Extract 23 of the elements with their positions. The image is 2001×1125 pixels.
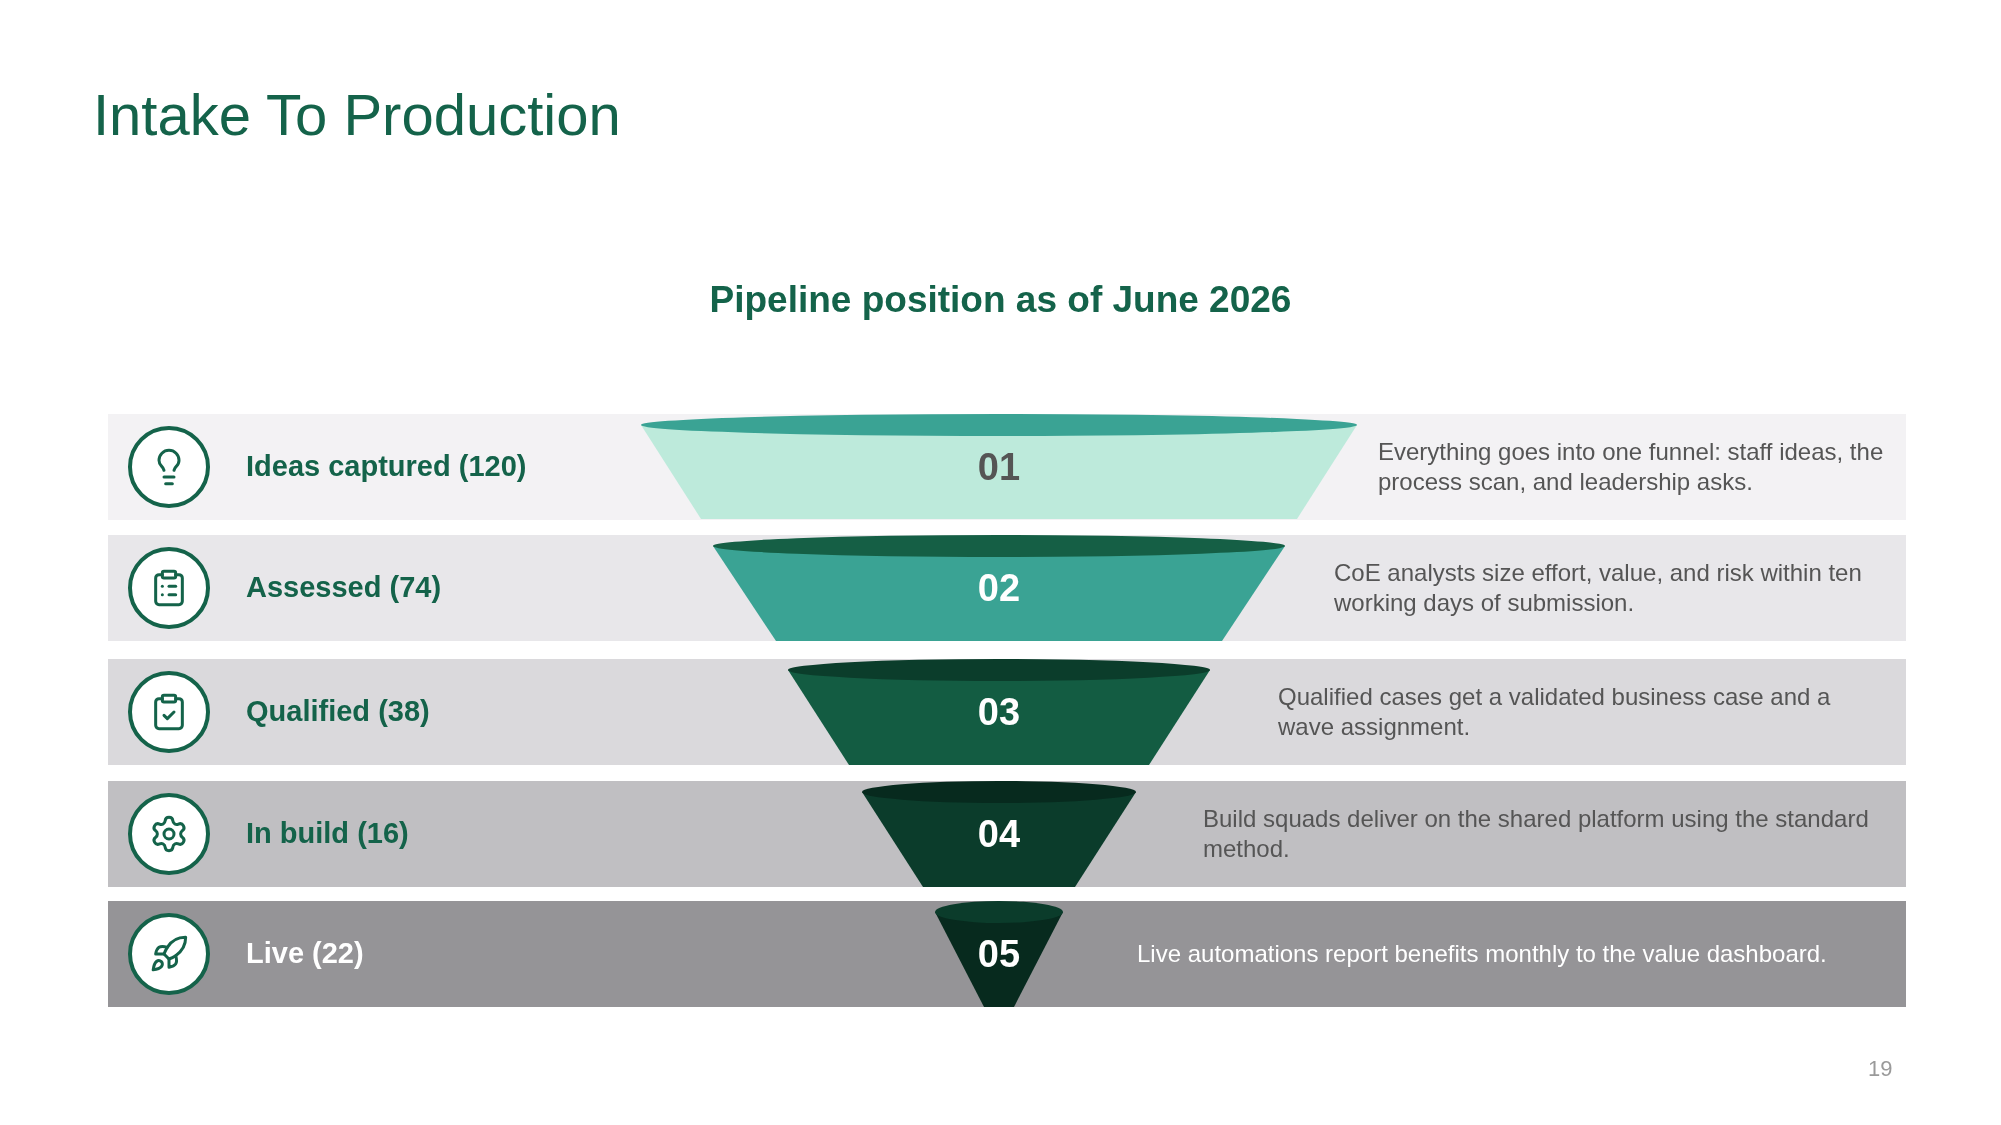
stage-band xyxy=(108,535,1906,641)
stage-label: Qualified (38) xyxy=(246,694,430,730)
stage-label: Live (22) xyxy=(246,936,364,972)
stage-number: 04 xyxy=(977,813,1021,855)
chart-subtitle: Pipeline position as of June 2026 xyxy=(0,272,2001,328)
stage-number: 03 xyxy=(977,691,1021,733)
stage-label: Ideas captured (120) xyxy=(246,449,527,485)
stage-description: Qualified cases get a validated business case and a wave assignment. xyxy=(1278,682,1832,742)
stage-number: 05 xyxy=(977,933,1021,975)
stage-label: In build (16) xyxy=(246,816,409,852)
stage-band xyxy=(108,659,1906,765)
stage-number: 01 xyxy=(977,446,1021,488)
stage-band xyxy=(108,414,1906,520)
stage-label: Assessed (74) xyxy=(246,570,442,606)
stage-description: Live automations report benefits monthly to the value dashboard. xyxy=(1137,939,1827,969)
stage-band xyxy=(108,781,1906,887)
slide-title: Intake To Production xyxy=(93,86,621,144)
page-number: 19 xyxy=(1868,1055,1893,1083)
stage-band xyxy=(108,901,1906,1007)
stage-description: Build squads deliver on the shared platform using the standard method. xyxy=(1203,804,1870,864)
stage-description: CoE analysts size effort, value, and risk within ten working days of submission. xyxy=(1334,558,1863,618)
stage-description: Everything goes into one funnel: staff ideas, the process scan, and leadership asks. xyxy=(1378,437,1885,497)
stage-number: 02 xyxy=(977,567,1021,609)
